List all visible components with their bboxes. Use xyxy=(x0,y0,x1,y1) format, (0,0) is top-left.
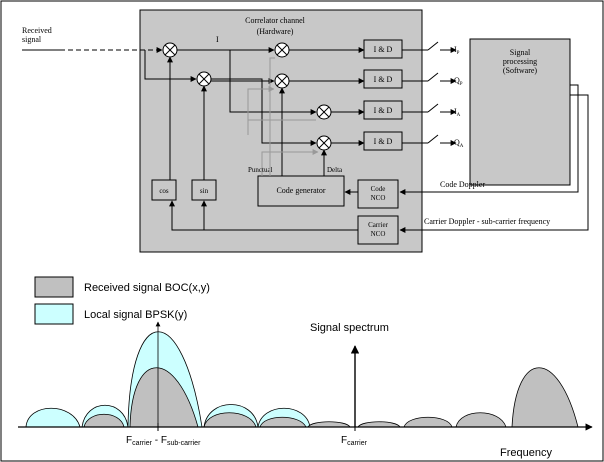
output-qp: QP xyxy=(454,76,463,87)
integrate-dump-label: I & D xyxy=(374,137,393,146)
code-doppler-feedback xyxy=(399,84,579,195)
sin-label: sin xyxy=(200,187,209,195)
carrier-doppler-label: Carrier Doppler - sub-carrier frequency xyxy=(424,217,550,226)
carrier-nco-label-2: NCO xyxy=(371,230,386,238)
code-generator-box xyxy=(257,175,345,207)
integrate-dump-label: I & D xyxy=(374,75,393,84)
code-feed-gray xyxy=(247,86,275,120)
legend: Received signal BOC(x,y) Local signal BP… xyxy=(34,276,210,325)
signal-processing-box xyxy=(469,38,571,186)
delta-label: Delta xyxy=(327,166,343,174)
integrate-dump-label: I & D xyxy=(374,45,393,54)
spectrum-plot: Signal spectrum F xyxy=(18,321,593,459)
signal-processing-label-2: processing xyxy=(503,57,537,66)
mixer-icon xyxy=(316,135,332,151)
carrier-nco-box xyxy=(357,215,399,245)
code-nco-box xyxy=(357,179,399,209)
received-lobe xyxy=(203,412,257,428)
legend-swatch-local xyxy=(34,303,74,325)
cos-box xyxy=(151,179,177,201)
dump-switches xyxy=(402,41,457,146)
code-doppler-label: Code Doppler xyxy=(440,180,485,189)
carrier-doppler-feedback xyxy=(399,94,589,233)
output-ip: IP xyxy=(454,45,460,56)
spectrum-title: Signal spectrum xyxy=(310,322,389,334)
i-to-alt-mixer xyxy=(229,50,317,115)
legend-label-local: Local signal BPSK(y) xyxy=(84,309,187,321)
code-generator-label: Code generator xyxy=(276,186,325,195)
mixer-icon xyxy=(274,73,290,89)
integrate-dump-label: I & D xyxy=(374,106,393,115)
block-diagram: Correlator channel (Hardware) Signal pro… xyxy=(22,9,589,253)
i-label: I xyxy=(216,35,219,44)
code-nco-label-1: Code xyxy=(371,185,386,193)
output-qa: QA xyxy=(454,138,464,149)
received-signal-label-2: signal xyxy=(22,35,42,44)
code-feed-gray xyxy=(269,57,275,176)
legend-label-received: Received signal BOC(x,y) xyxy=(84,282,210,294)
signal-processing-label-3: (Software) xyxy=(503,66,538,75)
local-side-lobe xyxy=(25,407,81,428)
code-feed-gray xyxy=(261,149,319,176)
output-ia: IA xyxy=(454,107,461,118)
cos-label: cos xyxy=(159,187,169,195)
tick-label-center: Fcarrier xyxy=(341,435,368,447)
carrier-nco-to-cos xyxy=(169,200,358,231)
branch-to-q-mixer xyxy=(144,50,197,82)
code-nco-label-2: NCO xyxy=(371,194,386,202)
correlator-subtitle: (Hardware) xyxy=(257,27,294,36)
received-signal-label-1: Received xyxy=(22,26,52,35)
x-axis-label: Frequency xyxy=(500,447,552,459)
mixer-icon xyxy=(316,104,332,120)
signal-processing-label-1: Signal xyxy=(510,48,531,57)
mixer-icon xyxy=(274,42,290,58)
correlator-title: Correlator channel xyxy=(245,16,306,25)
received-main-lobe xyxy=(129,367,199,428)
received-main-lobe xyxy=(511,367,579,428)
mixer-icon xyxy=(196,71,212,87)
legend-swatch-received xyxy=(34,276,74,298)
mixer-icon xyxy=(162,42,178,58)
tick-label-left: Fcarrier - Fsub-carrier xyxy=(126,435,201,447)
carrier-nco-label-1: Carrier xyxy=(368,221,388,229)
q-to-alt-mixer xyxy=(211,78,316,144)
punctual-label: Punctual xyxy=(248,166,273,174)
